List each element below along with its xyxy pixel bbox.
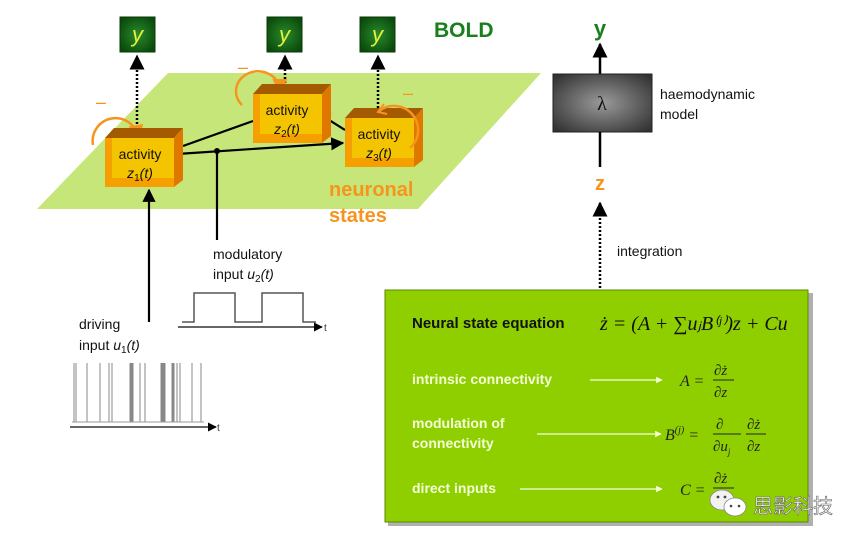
svg-text:∂ż: ∂ż: [714, 363, 727, 379]
svg-text:∂z: ∂z: [714, 385, 727, 401]
svg-text:∂z: ∂z: [747, 439, 760, 455]
bold-label: BOLD: [434, 19, 494, 42]
self-connection-sign: –: [96, 92, 106, 112]
svg-text:∂: ∂: [716, 417, 723, 433]
time-axis-label: t: [324, 323, 327, 334]
y-label: y: [130, 22, 145, 47]
formula-B: B(j) = ∂ ∂uj ∂ż ∂z: [665, 417, 766, 457]
haemodynamic-input-label: z: [595, 173, 605, 195]
time-axis-label: t: [217, 423, 220, 434]
svg-text:∂uj: ∂uj: [713, 439, 731, 457]
bold-output-3: y: [359, 16, 396, 53]
intrinsic-connectivity-label: intrinsic connectivity: [412, 371, 552, 387]
svg-text:C =: C =: [680, 482, 705, 499]
modulation-label: modulation of connectivity: [412, 415, 508, 451]
node-label: activity: [358, 126, 401, 142]
modulatory-input-label: modulatory input u2(t): [213, 246, 286, 285]
bold-output-2: y: [266, 16, 303, 53]
node-variable: z2(t): [273, 121, 300, 140]
wechat-icon: [709, 489, 747, 517]
svg-text:∂ż: ∂ż: [747, 417, 760, 433]
watermark: 思影科技: [709, 489, 833, 518]
haemodynamic-output-label: y: [594, 16, 607, 41]
modulatory-square-wave: [182, 292, 316, 323]
connection-1-2: [182, 119, 254, 148]
driving-spike-train: [73, 363, 202, 422]
neuron-node-1: activity z1(t) –: [91, 92, 183, 187]
neural-state-equation: ż = (A + ∑uⱼB⁽ʲ⁾)z + Cu: [599, 313, 788, 335]
formula-A: A = ∂ż ∂z: [679, 363, 734, 401]
node-variable: z1(t): [126, 165, 153, 184]
node-label: activity: [119, 146, 162, 162]
direct-inputs-label: direct inputs: [412, 480, 496, 496]
neuron-node-3: activity z3(t) –: [345, 83, 423, 167]
node-label: activity: [266, 102, 309, 118]
self-connection-sign: –: [238, 57, 248, 77]
lambda-symbol: λ: [597, 93, 607, 115]
driving-signal-plot: t: [70, 363, 220, 434]
equation-title: Neural state equation: [412, 315, 565, 332]
self-connection-sign: –: [403, 83, 413, 103]
neural-state-equation-box: Neural state equation ż = (A + ∑uⱼB⁽ʲ⁾)z…: [384, 289, 813, 526]
watermark-text: 思影科技: [753, 494, 833, 518]
haemodynamic-label: haemodynamic model: [660, 86, 759, 122]
bold-output-1: y: [119, 16, 156, 53]
haemodynamic-model: y λ haemodynamic model z integration: [552, 16, 759, 292]
svg-text:∂ż: ∂ż: [714, 471, 727, 487]
y-label: y: [370, 22, 385, 47]
connection-1-3: [176, 137, 345, 156]
svg-text:B(j) =: B(j) =: [665, 425, 699, 444]
svg-text:A =: A =: [679, 373, 704, 390]
neuronal-states-label: neuronal states: [329, 179, 419, 227]
driving-input-label: driving input u1(t): [79, 316, 140, 356]
neuron-node-2: activity z2(t) –: [234, 57, 331, 143]
integration-label: integration: [617, 243, 682, 259]
modulatory-signal-plot: t: [178, 292, 327, 334]
y-label: y: [277, 22, 292, 47]
node-variable: z3(t): [365, 145, 392, 164]
haemodynamic-box: [552, 73, 653, 133]
